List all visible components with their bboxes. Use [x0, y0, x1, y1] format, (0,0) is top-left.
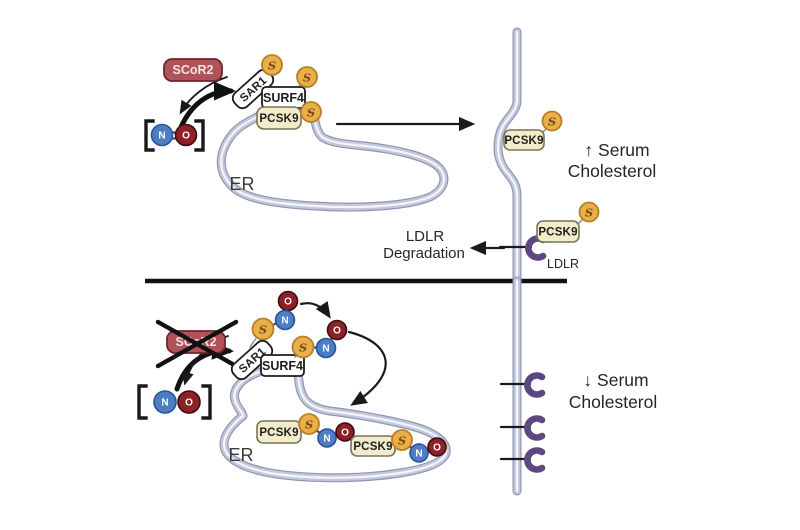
plasma-membrane-top [493, 27, 522, 286]
scor2-label: SCoR2 [173, 63, 214, 77]
o-letter: O [341, 428, 349, 439]
ldlr-degradation-line2: Degradation [383, 245, 465, 262]
sno-to-er-arrow [347, 330, 387, 406]
s-letter: S [268, 59, 276, 73]
ldlr-receptors-free [499, 372, 546, 473]
ldlr-label: LDLR [547, 257, 579, 271]
n-letter: N [281, 316, 288, 327]
ldlr-degradation-line1: LDLR [406, 228, 445, 245]
pcsk9-sno-er-1: PCSK9 S N O [256, 413, 355, 448]
pcsk9-label-ldlr: PCSK9 [538, 227, 577, 239]
ldlr-receptor-2 [524, 415, 546, 441]
s-circle-pcsk9 [300, 101, 322, 123]
pcsk9-box-membrane: PCSK9 [503, 129, 545, 151]
s-circle-er2 [391, 429, 413, 451]
surf4-box-top: SURF4 [261, 86, 306, 109]
pcsk9-label-membrane: PCSK9 [504, 135, 543, 147]
bracket-left-bottom [137, 384, 148, 420]
s-modification-circles-top: S S S [261, 54, 322, 123]
pcsk9-sno-er-2: PCSK9 S N O [350, 429, 447, 463]
nitrogen-circle-er2 [409, 443, 429, 463]
oxygen-circle [174, 123, 198, 147]
nitric-oxide-unbound-bracketed: N O [137, 384, 212, 420]
s-letter: S [305, 418, 313, 432]
ldlr-receptor-3 [524, 447, 546, 473]
er-membrane-top [216, 99, 449, 212]
s-circle-sar1 [261, 54, 283, 76]
scor2-badge-crossed: SCoR2 [155, 319, 239, 369]
s-circle-secreted [541, 110, 563, 132]
s-letter: S [299, 341, 307, 355]
o-letter: O [284, 297, 292, 308]
s-circle-ldlr-complex [578, 201, 600, 223]
n-letter: N [415, 449, 422, 460]
surf4-label-top: SURF4 [263, 91, 304, 105]
o-letter: O [185, 398, 193, 409]
s-circle-chain1 [251, 317, 275, 341]
oxygen-circle-er2 [427, 437, 447, 457]
n-letter: N [323, 434, 330, 445]
sno-chain-1: O N S [249, 290, 299, 348]
bracket-left [144, 119, 155, 152]
pcsk9-label-er2: PCSK9 [353, 441, 392, 453]
no-to-sar1-thick-arrow [178, 81, 236, 130]
oxygen-circle-chain2 [326, 319, 348, 341]
nitrogen-circle-bottom [153, 390, 177, 414]
o-letter: O [433, 443, 441, 454]
nitric-oxide-bracketed: N O [144, 119, 205, 152]
surf4-label-bottom: SURF4 [262, 359, 303, 373]
oxygen-circle-er1 [335, 422, 355, 442]
s-letter: S [548, 115, 556, 129]
bracket-right-bottom [201, 384, 212, 420]
scor2-badge: SCoR2 [163, 58, 223, 82]
n-letter: N [161, 398, 168, 409]
nitrogen-circle-er1 [317, 428, 337, 448]
s-circle-er1 [298, 413, 320, 435]
n-letter: N [158, 131, 165, 142]
s-letter: S [398, 434, 406, 448]
pcsk9-box-er-top: PCSK9 [256, 106, 302, 130]
pcsk9-label-er-top: PCSK9 [259, 113, 298, 125]
n-letter: N [322, 344, 329, 355]
pcsk9-label-er1: PCSK9 [259, 427, 298, 439]
sno-chain-2: S N O [291, 319, 348, 359]
s-letter: S [585, 206, 593, 220]
nitrogen-circle [150, 123, 174, 147]
serum-up-text: ↑ Serum [584, 140, 649, 160]
sno-transfer-arrow [299, 301, 331, 319]
serum-down-text: ↓ Serum [583, 370, 648, 390]
nitrogen-circle-chain2 [315, 337, 337, 359]
bracket-right [194, 119, 205, 152]
er-label-top: ER [229, 174, 254, 194]
cholesterol-up-text: Cholesterol [568, 161, 657, 181]
oxygen-circle-bottom [177, 390, 201, 414]
o-letter: O [333, 326, 341, 337]
s-circle-surf4 [296, 66, 318, 88]
o-letter: O [182, 131, 190, 142]
nitrogen-circle-chain1 [274, 309, 296, 331]
s-letter: S [259, 323, 267, 337]
cross-line-2 [155, 319, 239, 369]
s-circle-chain2 [291, 335, 315, 359]
cholesterol-down-text: Cholesterol [569, 392, 658, 412]
surf4-box-bottom: SURF4 [260, 354, 305, 377]
er-label-bottom: ER [228, 445, 253, 465]
ldlr-receptor-1 [524, 372, 546, 398]
pcsk9-box-ldlr: PCSK9 [536, 220, 580, 243]
s-letter: S [303, 71, 311, 85]
sar1-to-no-thin-arrow [179, 76, 228, 115]
er-membrane-bottom [219, 367, 451, 483]
s-letter: S [307, 106, 315, 120]
